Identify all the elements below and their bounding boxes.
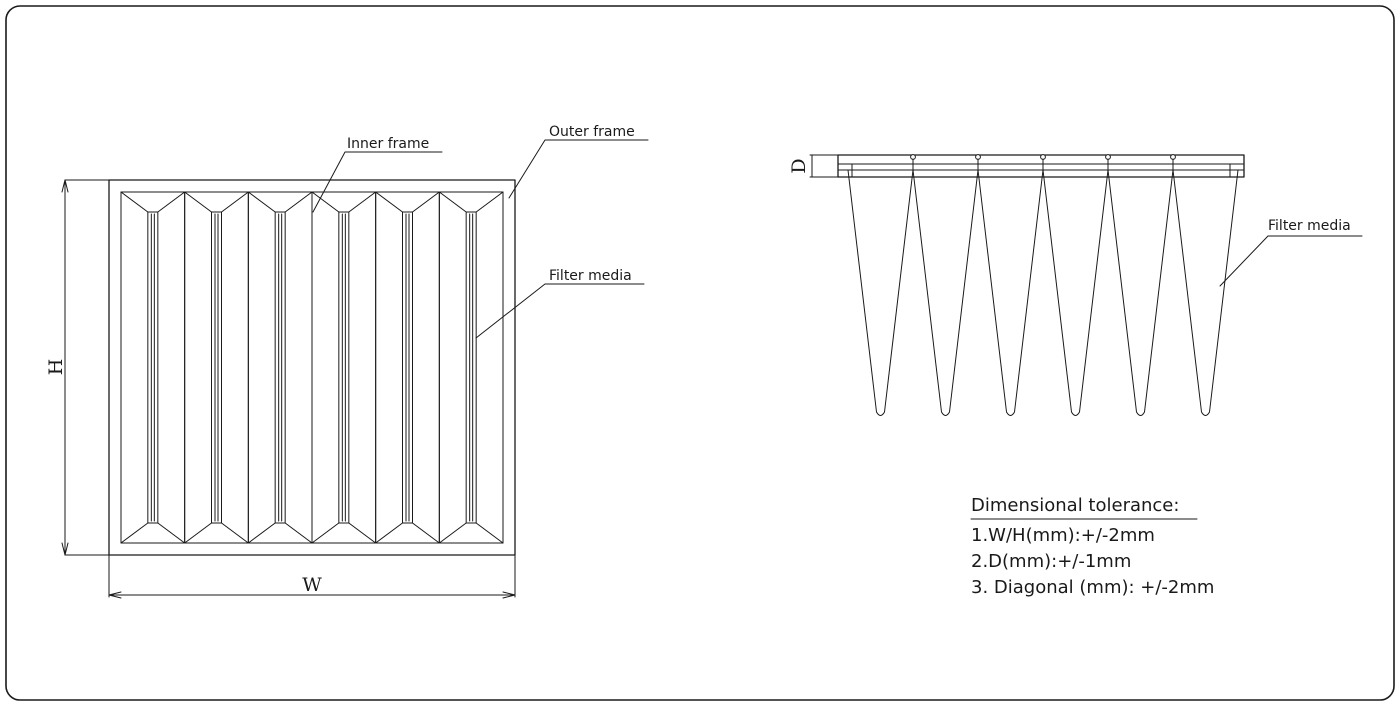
pocket-top-chevron	[311, 191, 377, 213]
pocket-bottom-chevron	[438, 522, 504, 544]
tolerance-heading: Dimensional tolerance:	[971, 495, 1179, 516]
pocket-top-chevron	[247, 191, 313, 213]
outer-frame-label: Outer frame	[549, 124, 635, 140]
pocket-outline	[120, 191, 186, 544]
pocket-outline	[247, 191, 313, 544]
pocket-side	[1107, 169, 1174, 416]
pocket-bottom-chevron	[311, 522, 377, 544]
pocket-outline	[311, 191, 377, 544]
pocket-bottom-chevron	[120, 522, 186, 544]
front-view-annotations: Inner frame Outer frame Filter media	[312, 124, 649, 339]
pocket-top-chevron	[120, 191, 186, 213]
pocket-bottom-chevron	[184, 522, 249, 544]
side-pockets	[847, 154, 1239, 416]
pocket-front	[120, 191, 186, 544]
pocket-side	[1172, 169, 1239, 416]
pocket-front	[247, 191, 313, 544]
pocket-outline	[184, 191, 249, 544]
front-pockets	[120, 191, 504, 544]
pocket-bottom-chevron	[247, 522, 313, 544]
depth-dimension: D	[788, 154, 839, 178]
pocket-top-chevron	[438, 191, 504, 213]
drawing-border	[5, 5, 1395, 701]
depth-label: D	[788, 158, 810, 173]
pocket-front	[311, 191, 377, 544]
side-view-annotations: Filter media	[1219, 218, 1363, 287]
pocket-side	[912, 169, 979, 416]
pocket-bottom-chevron	[375, 522, 440, 544]
pocket-front	[184, 191, 249, 544]
width-label: W	[302, 574, 322, 596]
tolerance-item-2: 2.D(mm):+/-1mm	[971, 551, 1131, 572]
pocket-side	[977, 169, 1044, 416]
pocket-side	[1042, 169, 1109, 416]
tolerance-item-3: 3. Diagonal (mm): +/-2mm	[971, 577, 1214, 598]
pocket-outline	[438, 191, 504, 544]
height-label: H	[45, 359, 67, 376]
height-dimension: H	[45, 179, 110, 556]
pocket-top-chevron	[375, 191, 440, 213]
front-view	[108, 179, 516, 556]
filter-media-label-side: Filter media	[1268, 218, 1351, 234]
width-dimension: W	[108, 554, 516, 599]
pocket-outline	[375, 191, 440, 544]
outer-frame	[108, 179, 516, 556]
tolerance-item-1: 1.W/H(mm):+/-2mm	[971, 525, 1155, 546]
pocket-top-chevron	[184, 191, 249, 213]
inner-frame-label: Inner frame	[347, 136, 429, 152]
pocket-front	[438, 191, 504, 544]
pocket-side	[847, 169, 914, 416]
pocket-front	[375, 191, 440, 544]
filter-media-label-front: Filter media	[549, 268, 632, 284]
tolerance-note: Dimensional tolerance: 1.W/H(mm):+/-2mm …	[970, 495, 1214, 598]
side-view	[837, 154, 1245, 416]
